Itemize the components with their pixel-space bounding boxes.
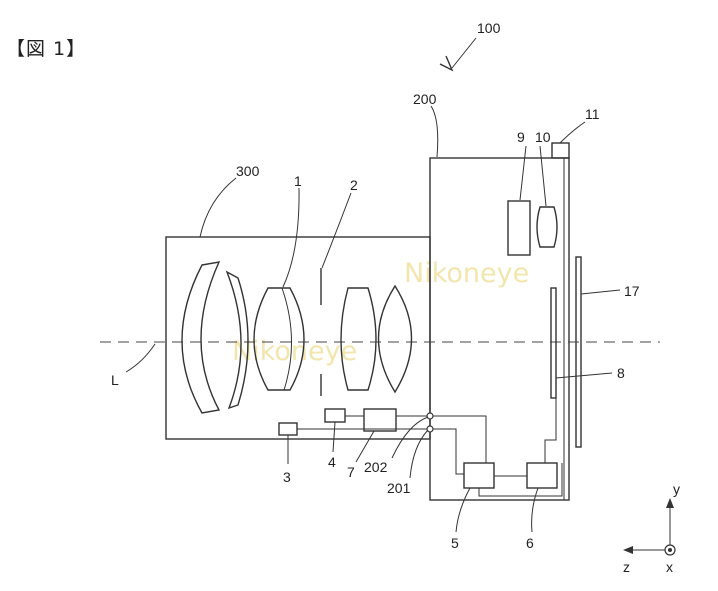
leader-5 — [455, 487, 471, 533]
leader-L — [125, 343, 156, 373]
axis-x-label: x — [666, 559, 673, 575]
leader-202 — [391, 416, 429, 459]
label-5: 5 — [451, 535, 459, 551]
leader-4 — [332, 421, 336, 453]
coordinate-axes: y z x — [623, 481, 680, 575]
axis-y-label: y — [673, 481, 680, 497]
wire-6-sensor — [544, 398, 557, 463]
leader-6 — [531, 487, 539, 533]
contact-201 — [426, 425, 434, 433]
front-lens-element — [181, 261, 221, 414]
leader-8 — [555, 372, 613, 379]
axis-z-label: z — [623, 559, 630, 575]
leader-17 — [580, 289, 621, 295]
label-L: L — [111, 372, 119, 388]
label-10: 10 — [535, 129, 551, 145]
label-2: 2 — [350, 177, 358, 193]
component-5 — [463, 462, 495, 489]
axis-x-dot — [668, 548, 672, 552]
image-sensor-8 — [550, 287, 557, 399]
leader-100 — [451, 37, 477, 69]
monitor-17 — [575, 256, 582, 448]
rear-lens-a — [340, 287, 377, 391]
wire-5-bottom — [478, 463, 563, 497]
leader-9 — [519, 145, 527, 201]
wire-upper-to-5 — [430, 415, 487, 463]
component-7 — [363, 408, 397, 432]
wire-lower-to-5 — [430, 428, 464, 475]
leader-201 — [409, 429, 429, 479]
figure-title: 【図 1】 — [6, 38, 87, 60]
lens-1 — [253, 287, 305, 391]
label-300: 300 — [236, 163, 260, 179]
leader-7 — [355, 430, 375, 463]
camera-body — [429, 157, 570, 501]
contact-202 — [426, 412, 434, 420]
leader-10 — [539, 145, 547, 207]
rear-lens-b — [377, 284, 413, 394]
top-component-11 — [551, 142, 570, 159]
leader-2 — [321, 192, 352, 269]
label-11: 11 — [585, 106, 600, 122]
label-3: 3 — [283, 469, 291, 485]
label-201: 201 — [387, 480, 411, 496]
watermark-lower: Nikoneye — [232, 336, 357, 367]
label-4: 4 — [328, 454, 336, 470]
leader-200 — [430, 105, 439, 158]
component-3 — [278, 422, 298, 436]
axis-y-arrow — [666, 498, 674, 508]
component-6 — [526, 462, 558, 489]
leader-1 — [282, 187, 300, 288]
label-7: 7 — [347, 464, 355, 480]
leader-300 — [199, 177, 237, 238]
leader-11 — [559, 121, 586, 144]
label-8: 8 — [617, 365, 625, 381]
watermark-upper: Nikoneye — [404, 258, 529, 289]
lens-1-inner — [281, 287, 293, 391]
label-17: 17 — [624, 283, 640, 299]
label-6: 6 — [526, 535, 534, 551]
label-202: 202 — [364, 459, 388, 475]
arrow-100 — [439, 55, 454, 72]
component-4 — [324, 408, 346, 423]
eyepiece-10 — [536, 206, 558, 248]
label-200: 200 — [413, 91, 437, 107]
component-9 — [507, 200, 531, 256]
lens-barrel — [165, 236, 431, 440]
label-1: 1 — [294, 173, 302, 189]
second-lens-element — [225, 270, 249, 410]
label-9: 9 — [517, 129, 525, 145]
axis-z-arrow — [623, 546, 633, 554]
label-100: 100 — [477, 20, 501, 36]
